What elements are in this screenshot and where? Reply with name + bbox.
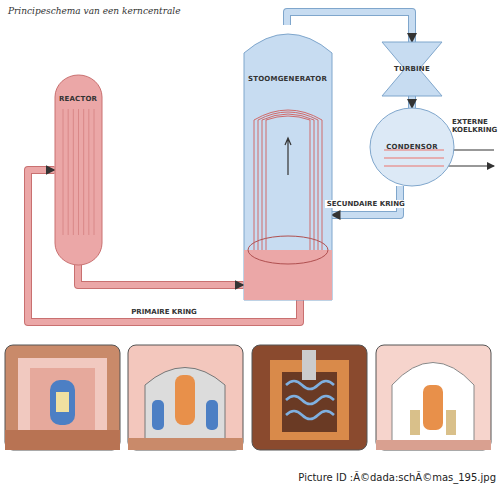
pipe-connector xyxy=(412,96,413,108)
diagram-title: Principeschema van een kerncentrale xyxy=(8,6,181,16)
condensor: CONDENSOR xyxy=(370,108,454,186)
reactor-vessel: REACTOR xyxy=(55,75,102,265)
cooling-loop-label: EXTERNE KOELKRING xyxy=(452,118,498,134)
pipe-outline xyxy=(408,96,416,108)
watermark: Picture ID :Ã©dada:schÃ©mas_195.jpg xyxy=(250,472,496,483)
plant-variant-3 xyxy=(252,345,367,450)
flow-arrow xyxy=(332,215,338,216)
pipe-outline xyxy=(78,265,244,285)
plant-variant-2 xyxy=(128,345,243,450)
pipe-label: SECUNDAIRE KRING xyxy=(325,200,407,208)
flow-arrow xyxy=(238,285,244,286)
pipe-connector xyxy=(78,265,244,285)
pipe-label: PRIMAIRE KRING xyxy=(129,308,199,316)
node-label: STOOMGENERATOR xyxy=(244,75,332,83)
reactor-vessel-outline xyxy=(55,75,102,265)
plant-variant-4 xyxy=(376,345,491,450)
steam-generator-outline xyxy=(244,25,332,300)
node-label: REACTOR xyxy=(55,95,102,103)
node-label: TURBINE xyxy=(382,65,442,73)
flow-arrow xyxy=(412,36,413,42)
pipe-core xyxy=(409,96,415,108)
turbine: TURBINE xyxy=(382,42,442,96)
pipe-core xyxy=(78,265,244,285)
flow-arrow xyxy=(412,102,413,108)
plant-variant-1 xyxy=(5,345,120,450)
steam-generator: STOOMGENERATOR xyxy=(244,25,332,300)
flow-arrow xyxy=(49,170,55,171)
node-label: CONDENSOR xyxy=(370,143,454,151)
